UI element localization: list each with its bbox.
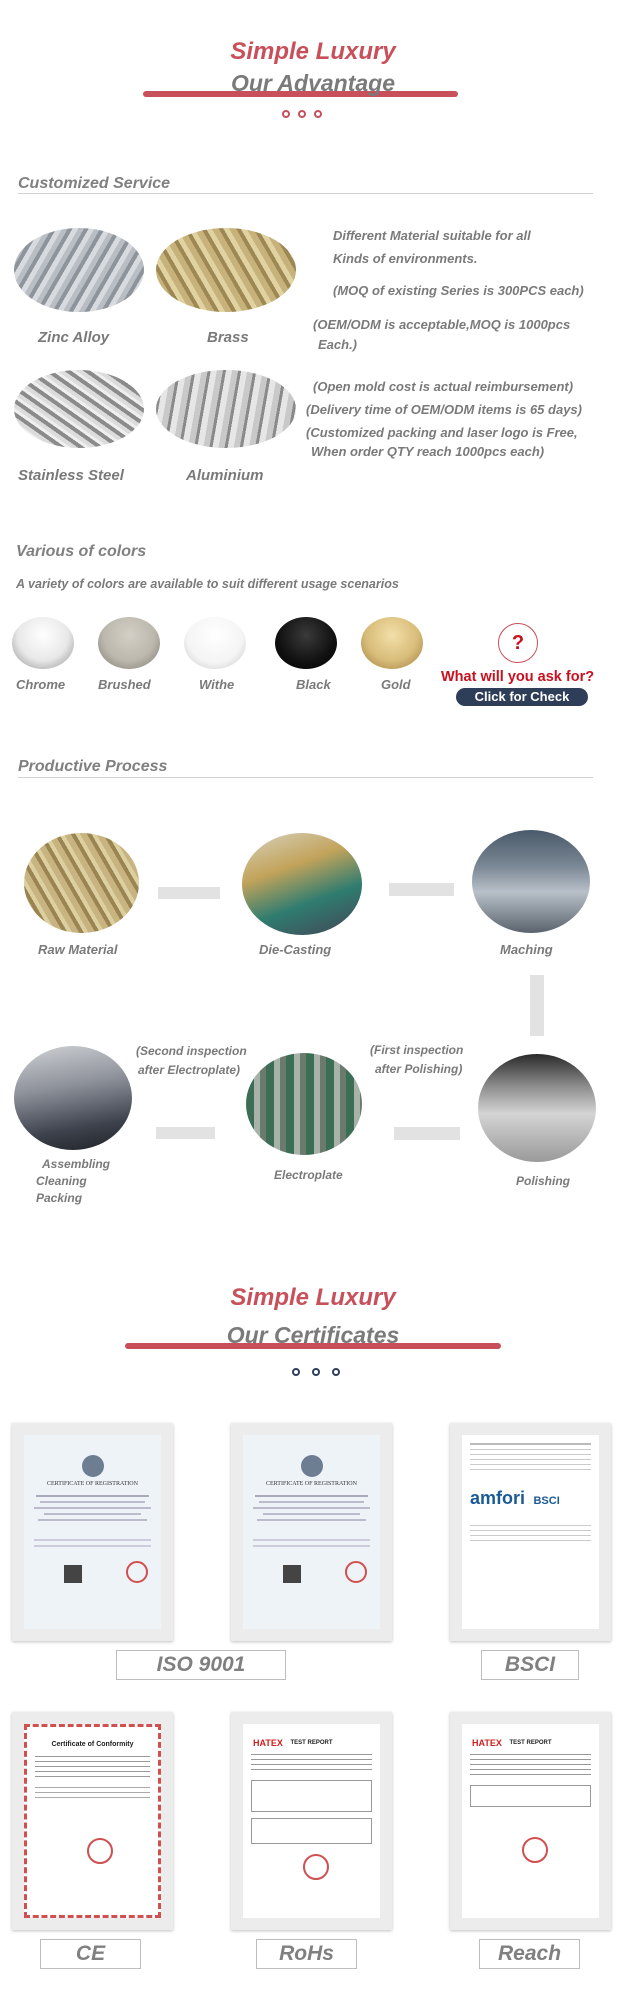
step-label: Raw Material <box>38 942 118 957</box>
certificate-rohs[interactable]: HATEX TEST REPORT <box>231 1712 392 1930</box>
info-text: (Open mold cost is actual reimbursement) <box>313 379 574 394</box>
cert-seal-icon <box>81 1455 104 1477</box>
certificate-reach[interactable]: HATEX TEST REPORT <box>450 1712 611 1930</box>
swatch-label: Brushed <box>98 677 151 692</box>
step-label: Polishing <box>516 1174 570 1188</box>
swatch-label: Chrome <box>16 677 66 692</box>
process-connector <box>158 887 220 899</box>
check-button[interactable]: Click for Check <box>456 688 588 706</box>
aluminium-photo <box>156 370 296 448</box>
ask-text[interactable]: What will you ask for? <box>441 669 595 685</box>
carousel-dot <box>312 1368 320 1376</box>
die-casting-photo <box>242 833 362 935</box>
swatch-gold <box>361 617 423 669</box>
step-label: Die-Casting <box>259 942 332 957</box>
swatch-withe <box>184 617 246 669</box>
stainless-steel-photo <box>14 370 144 448</box>
material-label: Brass <box>207 329 249 346</box>
carousel-dot <box>314 110 322 118</box>
hatex-logo: HATEX <box>472 1738 502 1748</box>
question-icon[interactable]: ? <box>498 623 538 663</box>
process-connector <box>389 883 454 896</box>
header-subtitle: Our Advantage <box>230 70 395 96</box>
info-text: (OEM/ODM is acceptable,MOQ is 1000pcs <box>313 317 571 332</box>
cert-heading: Certificate of Conformity <box>51 1741 134 1748</box>
info-text: (Customized packing and laser logo is Fr… <box>306 425 578 440</box>
header-bar <box>125 1343 501 1349</box>
header-title: Simple Luxury <box>230 38 396 65</box>
swatch-label: Withe <box>199 677 235 692</box>
raw-material-photo <box>24 833 139 933</box>
cert-heading: CERTIFICATE OF REGISTRATION <box>47 1481 138 1487</box>
cert-label-bsci: BSCI <box>481 1650 579 1680</box>
electroplate-photo <box>246 1053 362 1155</box>
material-label: Zinc Alloy <box>38 329 110 346</box>
certificate-ce[interactable]: Certificate of Conformity <box>12 1712 173 1930</box>
step-label: Electroplate <box>274 1168 343 1182</box>
certificate-registration[interactable]: CERTIFICATE OF REGISTRATION <box>231 1423 392 1641</box>
info-text: (Delivery time of OEM/ODM items is 65 da… <box>306 402 582 417</box>
material-label: Aluminium <box>186 467 264 484</box>
amfori-logo: amfori <box>470 1488 526 1508</box>
certificate-iso9001[interactable]: CERTIFICATE OF REGISTRATION <box>12 1423 173 1641</box>
zinc-alloy-photo <box>14 228 144 312</box>
process-connector <box>394 1127 460 1140</box>
info-text: Different Material suitable for all <box>333 228 531 243</box>
info-text: When order QTY reach 1000pcs each) <box>311 444 545 459</box>
carousel-dot <box>298 110 306 118</box>
swatch-label: Gold <box>381 677 411 692</box>
cert-label-iso9001: ISO 9001 <box>116 1650 286 1680</box>
inspection-note: after Polishing) <box>375 1062 463 1076</box>
process-connector <box>156 1127 215 1139</box>
hatex-logo: HATEX <box>253 1738 283 1748</box>
header-title: Simple Luxury <box>230 1284 396 1311</box>
polishing-photo <box>478 1054 596 1162</box>
swatch-brushed <box>98 617 160 669</box>
divider <box>18 777 593 778</box>
info-text: Each.) <box>318 337 358 352</box>
section-title-customized: Customized Service <box>18 175 171 192</box>
cert-label-ce: CE <box>40 1939 141 1969</box>
process-connector <box>530 975 544 1036</box>
step-label: Cleaning <box>36 1174 87 1188</box>
carousel-dot <box>332 1368 340 1376</box>
info-text: Kinds of environments. <box>333 251 478 266</box>
cert-label-rohs: RoHs <box>256 1939 357 1969</box>
section-title-colors: Various of colors <box>16 543 147 560</box>
certificate-bsci[interactable]: amfori BSCI <box>450 1423 611 1641</box>
swatch-black <box>275 617 337 669</box>
swatch-label: Black <box>296 677 331 692</box>
cert-label-reach: Reach <box>479 1939 580 1969</box>
bsci-logo: BSCI <box>533 1495 560 1507</box>
swatch-chrome <box>12 617 74 669</box>
material-label: Stainless Steel <box>18 467 124 484</box>
brass-photo <box>156 228 296 312</box>
colors-subtitle: A variety of colors are available to sui… <box>16 577 399 591</box>
carousel-dot <box>292 1368 300 1376</box>
inspection-note: (First inspection <box>370 1043 464 1057</box>
assembling-photo <box>14 1046 132 1150</box>
cert-heading: TEST REPORT <box>290 1740 333 1746</box>
step-label: Packing <box>36 1191 83 1205</box>
inspection-note: after Electroplate) <box>138 1063 241 1077</box>
carousel-dot <box>282 110 290 118</box>
cert-heading: CERTIFICATE OF REGISTRATION <box>266 1481 357 1487</box>
divider <box>18 193 593 194</box>
section-title-process: Productive Process <box>18 758 168 775</box>
step-label: Assembling <box>42 1157 111 1171</box>
inspection-note: (Second inspection <box>136 1044 247 1058</box>
cert-seal-icon <box>300 1455 323 1477</box>
header-subtitle: Our Certificates <box>226 1322 400 1348</box>
maching-photo <box>472 830 590 933</box>
info-text: (MOQ of existing Series is 300PCS each) <box>333 283 584 298</box>
step-label: Maching <box>500 942 553 957</box>
cert-heading: TEST REPORT <box>509 1740 552 1746</box>
header-bar <box>143 91 458 97</box>
